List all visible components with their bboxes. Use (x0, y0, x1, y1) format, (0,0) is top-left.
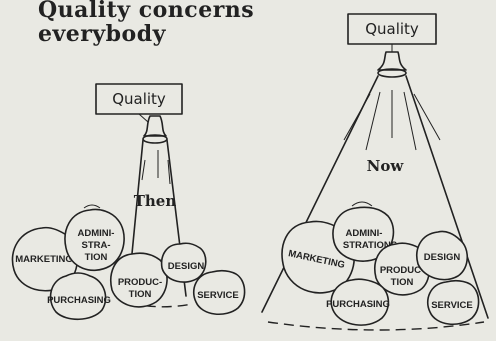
right-lamp-icon (377, 51, 407, 71)
left-bag-service-label: SERVICE (197, 290, 239, 301)
right-bag-design-label: DESIGN (424, 252, 461, 263)
left-bag-admin-line-1: ADMINI- (78, 228, 115, 239)
left-bag-production (110, 252, 168, 308)
left-bag-design-label: DESIGN (168, 261, 205, 272)
right-panel: Quality Now MARKETING ADMINI- STRATIONS … (261, 13, 489, 331)
right-lamp-bulb-icon (377, 68, 407, 78)
left-quality-sign-label: Quality (112, 90, 166, 108)
right-bag-purchasing-label: PURCHASING (326, 299, 390, 310)
left-bag-admin-line-2: STRA- (81, 240, 110, 251)
right-bag-administration-tie (351, 201, 373, 207)
right-bag-service (426, 279, 480, 325)
left-era-label: Then (134, 192, 177, 210)
right-bag-production (374, 242, 431, 296)
left-bag-marketing-label: MARKETING (15, 254, 73, 265)
title-line-2: everybody (38, 21, 167, 47)
right-bag-production-line-2: TION (391, 277, 414, 288)
left-lamp-bulb-icon (142, 134, 168, 144)
title-line-1: Quality concerns (38, 0, 254, 23)
right-bag-service-label: SERVICE (431, 300, 473, 311)
left-bag-service (192, 269, 246, 315)
right-bag-production-line-1: PRODUC- (380, 265, 424, 276)
right-bag-purchasing (330, 278, 390, 326)
left-light-rays (141, 150, 171, 185)
left-bag-administration-tie (83, 204, 101, 209)
left-bag-administration (64, 208, 125, 272)
right-cone-edge-right (405, 75, 489, 319)
right-bag-admin-line-2: STRATIONS (343, 240, 397, 251)
left-bag-production-line-2: TION (129, 289, 152, 300)
right-era-label: Now (367, 157, 405, 175)
left-bag-purchasing-label: PURCHASING (47, 295, 111, 306)
right-light-rays (343, 90, 441, 151)
right-cone-edge-left (261, 75, 379, 313)
right-bag-admin-line-1: ADMINI- (346, 228, 383, 239)
right-quality-sign-label: Quality (365, 20, 419, 38)
left-panel: Quality Then MARKETING ADMINI- STRA- TIO… (11, 83, 246, 321)
left-bag-admin-line-3: TION (85, 252, 108, 263)
right-bag-design (416, 230, 469, 281)
left-bag-production-line-1: PRODUC- (118, 277, 162, 288)
left-bag-design (160, 242, 207, 283)
left-sign-hanger (138, 113, 149, 123)
left-bag-purchasing (49, 272, 107, 321)
left-lamp-icon (143, 115, 167, 137)
